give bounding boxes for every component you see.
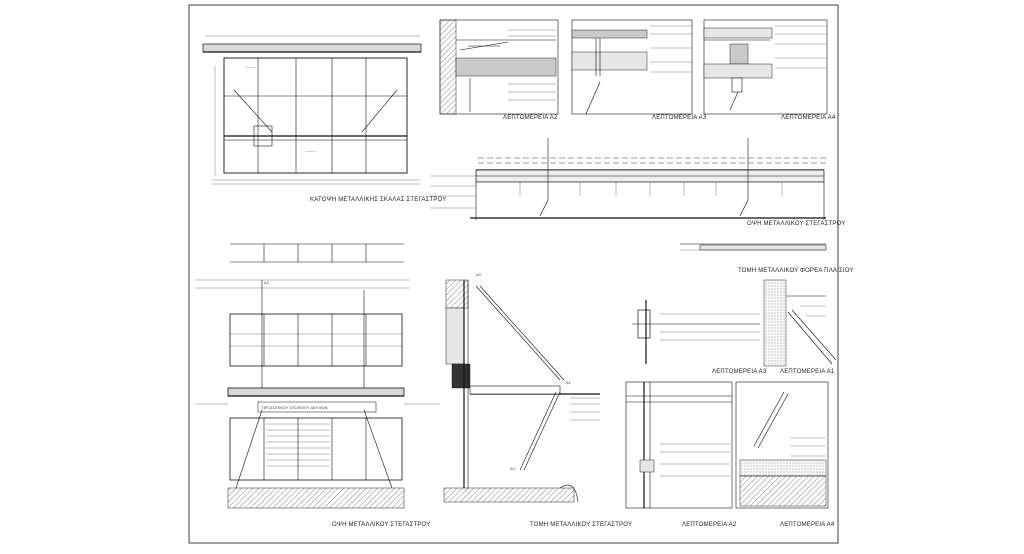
front-lower-window — [229, 417, 403, 481]
plan-drawing: ───── ───── — [202, 35, 422, 185]
detail-a2-bot-drawing — [625, 381, 733, 509]
elevation-title: ΟΨΗ ΜΕΤΑΛΛΙΚΟΥ ΣΤΕΓΑΣΤΡΟΥ — [747, 221, 845, 227]
detail-a1-mid-drawing — [763, 279, 837, 367]
detail-a1-mid-title: ΛΕΠΤΟΜΕΡΕΙΑ Α1 — [780, 369, 835, 375]
sheet-border — [188, 4, 839, 544]
detail-a4-top-title: ΛΕΠΤΟΜΕΡΕΙΑ Α4 — [781, 115, 836, 121]
section-frame-drawing — [680, 243, 827, 251]
tag-a2: A2 — [264, 280, 270, 285]
front-view-title: ΟΨΗ ΜΕΤΑΛΛΙΚΟΥ ΣΤΕΓΑΣΤΡΟΥ — [332, 522, 430, 528]
section-frame-title: ΤΟΜΗ ΜΕΤΑΛΛΙΚΟΥ ΦΟΡΕΑ ΠΛΑΙΣΙΟΥ — [738, 268, 854, 274]
elevation-drawing — [430, 138, 826, 220]
plan-title: ΚΑΤΟΨΗ ΜΕΤΑΛΛΙΚΗΣ ΣΚΑΛΑΣ ΣΤΕΓΑΣΤΡΟΥ — [310, 197, 447, 203]
detail-a4-bot-title: ΛΕΠΤΟΜΕΡΕΙΑ Α4 — [780, 522, 835, 528]
detail-a4-bot-drawing — [735, 381, 829, 509]
front-view-drawing — [195, 243, 440, 509]
front-view-banner: ΠΡΟΣΩΠΙΚΟΥ ΣΧΟΛΕΙΟΥ ΔΕΛΦΩΝ — [262, 405, 328, 410]
plan-roof-edge — [202, 43, 422, 53]
detail-a3-mid-drawing — [632, 300, 760, 364]
detail-a3-top-title: ΛΕΠΤΟΜΕΡΕΙΑ Α3 — [652, 115, 707, 121]
detail-a2-bot-title: ΛΕΠΤΟΜΕΡΕΙΑ Α2 — [682, 522, 737, 528]
detail-a4-top-drawing — [703, 19, 828, 115]
section-drawing — [443, 279, 600, 503]
front-upper-window — [229, 313, 403, 367]
detail-a2-top-title: ΛΕΠΤΟΜΕΡΕΙΑ Α2 — [503, 115, 558, 121]
plan-stair-box — [253, 125, 273, 147]
tag-a4: A4 — [510, 466, 516, 471]
detail-a3-mid-title: ΛΕΠΤΟΜΕΡΕΙΑ Α3 — [712, 369, 767, 375]
detail-a3-top-drawing — [571, 19, 693, 115]
detail-a2-top-drawing — [439, 19, 559, 115]
tag-a1: A1 — [566, 380, 572, 385]
tag-a3: A3 — [476, 272, 482, 277]
plan-note-2: ───── — [304, 149, 317, 153]
section-title: ΤΟΜΗ ΜΕΤΑΛΛΙΚΟΥ ΣΤΕΓΑΣΤΡΟΥ — [530, 522, 632, 528]
plan-frame — [223, 57, 408, 174]
plan-note-1: ───── — [244, 65, 257, 69]
